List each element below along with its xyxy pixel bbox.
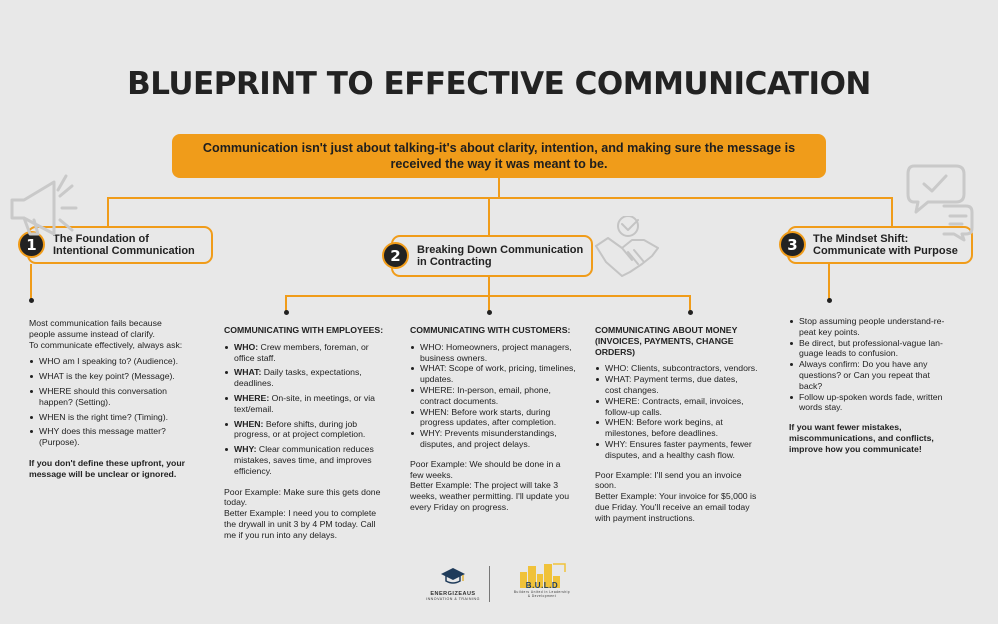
connector-line	[488, 295, 490, 311]
megaphone-icon	[10, 174, 78, 236]
buld-logo: B.U.L.D Builders United in Leadership & …	[512, 562, 572, 598]
connector-line	[107, 197, 892, 199]
foundation-section: Most communication fails because people …	[29, 318, 209, 480]
step-2-number: 2	[382, 242, 409, 269]
list-item: WHY: Prevents misunderstandings,disputes…	[410, 428, 590, 450]
customers-section: COMMUNICATING WITH CUSTOMERS: WHO: Homeo…	[410, 325, 590, 513]
connector-line	[689, 295, 691, 311]
connector-dot	[486, 310, 492, 315]
step-3-number: 3	[779, 231, 806, 258]
connector-line	[828, 264, 830, 299]
mindset-section: Stop assuming people understand-re-peat …	[789, 316, 969, 455]
connector-line	[107, 197, 109, 227]
step-2-pill: Breaking Down Communication in Contracti…	[391, 235, 593, 277]
connector-dot	[687, 310, 693, 315]
list-item: WHY does this message matter?(Purpose).	[29, 426, 209, 448]
section-heading: COMMUNICATING WITH CUSTOMERS:	[410, 325, 571, 335]
connector-dot	[283, 310, 289, 315]
list-item: WHAT is the key point? (Message).	[29, 371, 209, 382]
list-item: WHAT: Scope of work, pricing, timelines,…	[410, 363, 590, 385]
page-title: BLUEPRINT TO EFFECTIVE COMMUNICATION	[127, 66, 871, 102]
connector-dot	[28, 298, 34, 303]
list-item: WHAT: Payment terms, due dates,cost chan…	[595, 374, 775, 396]
connector-line	[488, 197, 490, 235]
list-item: Be direct, but professional-vague lan-gu…	[789, 338, 969, 360]
step-1-pill: The Foundation of Intentional Communicat…	[27, 226, 213, 264]
logo-divider	[489, 566, 490, 602]
connector-line	[285, 295, 287, 311]
list-item: WHERE: In-person, email, phone,contract …	[410, 385, 590, 407]
list-item: WHO am I speaking to? (Audience).	[29, 356, 209, 367]
list-item: Stop assuming people understand-re-peat …	[789, 316, 969, 338]
list-item: WHEN is the right time? (Timing).	[29, 412, 209, 423]
money-section: COMMUNICATING ABOUT MONEY (INVOICES, PAY…	[595, 325, 775, 524]
connector-line	[488, 277, 490, 296]
chat-bubbles-icon	[906, 164, 974, 242]
energizeaus-logo: ENERGIZEAUS INNOVATION & TRAINING	[420, 566, 486, 601]
connector-line	[891, 197, 893, 227]
list-item: WHO: Clients, subcontractors, vendors.	[595, 363, 775, 374]
handshake-icon	[595, 216, 659, 277]
list-item: WHAT: Daily tasks, expectations,deadline…	[224, 367, 402, 389]
intro-banner: Communication isn't just about talking-i…	[172, 134, 826, 178]
graduation-cap-icon	[441, 568, 465, 584]
step-3-pill: The Mindset Shift: Communicate with Purp…	[787, 226, 973, 264]
list-item: WHO: Homeowners, project managers,busine…	[410, 342, 590, 364]
section-heading: COMMUNICATING ABOUT MONEY (INVOICES, PAY…	[595, 325, 738, 357]
connector-line	[30, 264, 32, 299]
connector-line	[498, 178, 500, 198]
city-skyline-icon	[520, 563, 566, 588]
list-item: WHERE: Contracts, email, invoices,follow…	[595, 396, 775, 418]
connector-dot	[826, 298, 832, 303]
employees-section: COMMUNICATING WITH EMPLOYEES: WHO: Crew …	[224, 325, 402, 541]
section-heading: COMMUNICATING WITH EMPLOYEES:	[224, 325, 384, 335]
